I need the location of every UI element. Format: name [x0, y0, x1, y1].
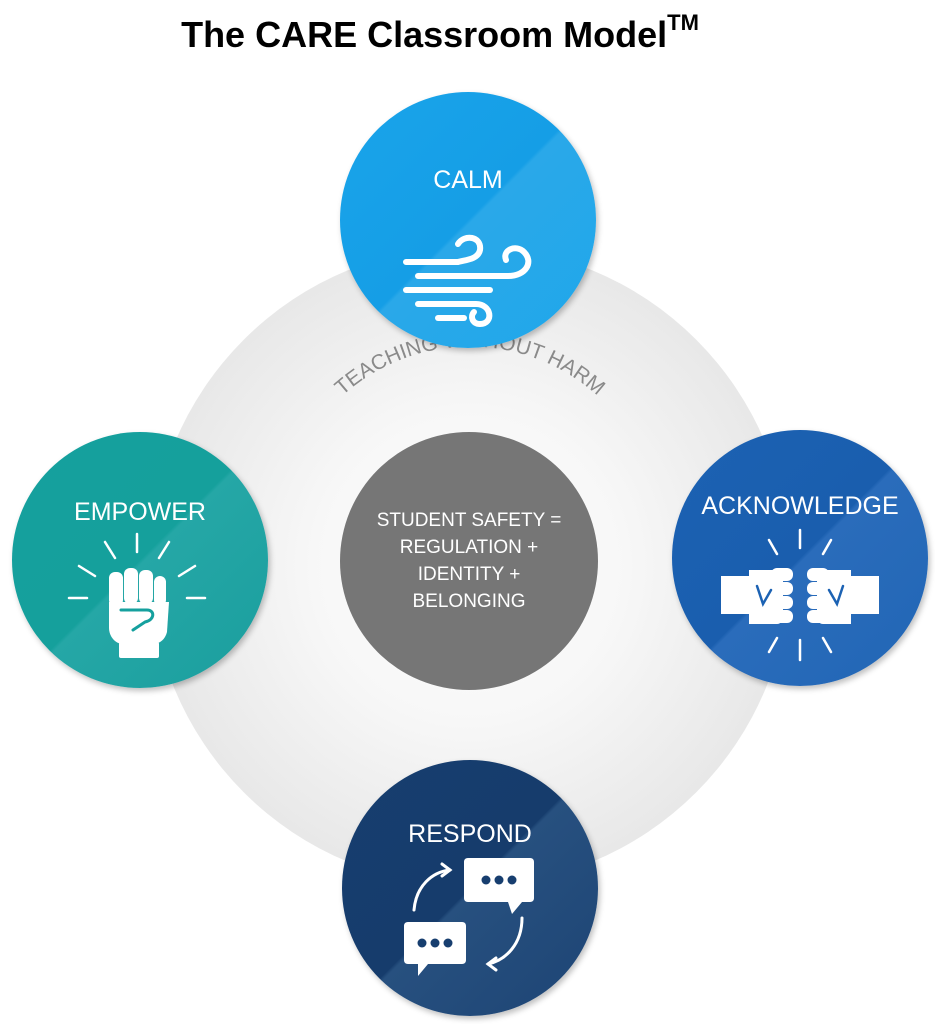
center-text: STUDENT SAFETY = REGULATION + IDENTITY +…	[376, 510, 562, 612]
node-empower-label: EMPOWER	[74, 498, 206, 526]
fist-bump-icon	[721, 528, 879, 662]
node-respond-label: RESPOND	[408, 820, 532, 848]
diagram-title: The CARE Classroom ModelTM	[0, 10, 880, 56]
trademark-mark: TM	[667, 10, 699, 35]
raised-fist-icon	[67, 532, 207, 658]
title-text: The CARE Classroom Model	[181, 14, 668, 55]
wind-icon	[403, 234, 532, 328]
node-calm: CALM	[340, 92, 596, 348]
node-empower: EMPOWER	[12, 432, 268, 688]
center-circle: STUDENT SAFETY = REGULATION + IDENTITY +…	[340, 432, 598, 690]
node-acknowledge-label: ACKNOWLEDGE	[701, 492, 899, 520]
node-calm-label: CALM	[433, 166, 503, 194]
chat-exchange-icon	[404, 858, 534, 976]
node-respond: RESPOND	[342, 760, 598, 1016]
node-acknowledge: ACKNOWLEDGE	[672, 430, 928, 686]
